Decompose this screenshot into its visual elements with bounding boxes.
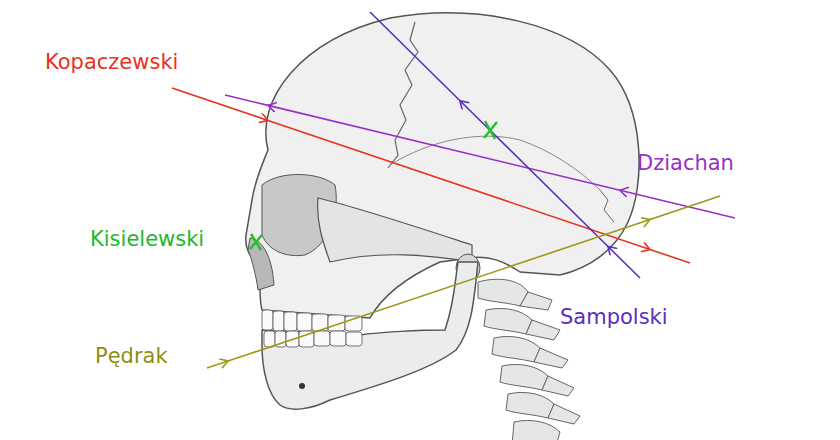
hit-mark — [250, 121, 497, 250]
trajectory-line — [225, 95, 735, 218]
squamous-suture — [390, 136, 600, 190]
mandible — [262, 262, 478, 409]
mental-foramen — [299, 383, 305, 389]
shooter-label: Kopaczewski — [45, 50, 178, 75]
trajectory-line — [207, 196, 720, 368]
shooter-label: Pędrak — [95, 344, 168, 369]
zygomatic-arch — [318, 198, 472, 262]
trajectory-line — [172, 88, 690, 263]
shooter-label: Kisielewski — [90, 227, 204, 252]
teeth — [262, 310, 362, 347]
spine — [478, 279, 580, 440]
cranium — [246, 13, 639, 318]
shooter-label: Dziachan — [637, 151, 734, 176]
shooter-label: Sampolski — [560, 305, 668, 330]
lambdoid-suture — [600, 190, 614, 222]
trajectory-line — [370, 12, 640, 278]
